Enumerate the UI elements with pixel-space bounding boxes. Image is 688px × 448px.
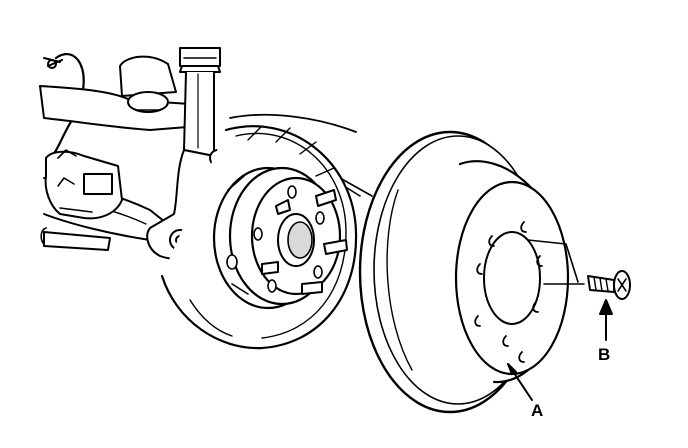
rotor-stud-holes xyxy=(474,221,543,363)
callout-a-label: A xyxy=(531,401,544,420)
suspension-assembly xyxy=(39,47,373,260)
callout-b-label: B xyxy=(598,345,611,364)
callout-leaders xyxy=(507,299,613,401)
lug-studs xyxy=(261,189,348,295)
screw-icon xyxy=(527,239,631,300)
hub-assembly xyxy=(160,125,358,350)
brake-rotor xyxy=(358,130,570,414)
